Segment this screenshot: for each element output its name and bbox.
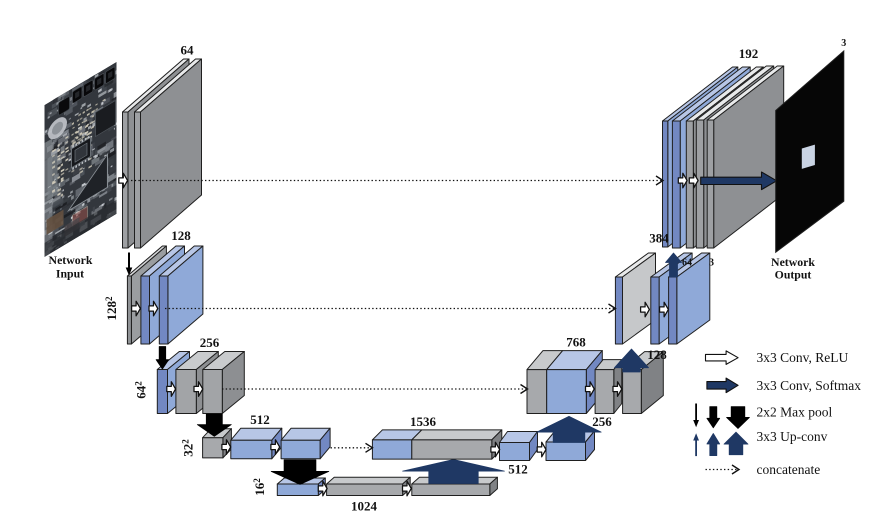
svg-text:322: 322: [181, 439, 196, 457]
svg-text:3x3 Conv, Softmax: 3x3 Conv, Softmax: [757, 378, 862, 393]
svg-text:1536: 1536: [410, 414, 437, 429]
svg-text:128: 128: [171, 228, 191, 243]
svg-text:concatenate: concatenate: [757, 462, 821, 477]
svg-text:256: 256: [200, 335, 220, 350]
svg-text:3x3 Conv, ReLU: 3x3 Conv, ReLU: [757, 350, 849, 365]
svg-text:512: 512: [250, 412, 270, 427]
svg-text:3x3 Up-conv: 3x3 Up-conv: [757, 429, 828, 444]
svg-text:512: 512: [508, 462, 528, 477]
svg-text:768: 768: [566, 335, 586, 350]
svg-text:1024: 1024: [351, 499, 378, 514]
svg-text:642: 642: [134, 381, 149, 399]
svg-text:162: 162: [252, 478, 267, 496]
svg-text:2x2 Max pool: 2x2 Max pool: [757, 405, 833, 420]
svg-text:Output: Output: [775, 268, 812, 282]
svg-text:128: 128: [647, 347, 667, 362]
svg-text:64: 64: [181, 43, 195, 58]
svg-text:Network: Network: [771, 255, 815, 269]
svg-text:1282: 1282: [104, 296, 119, 321]
svg-text:64: 64: [682, 258, 692, 269]
svg-text:384: 384: [649, 231, 669, 246]
svg-text:Network: Network: [49, 253, 93, 267]
svg-text:192: 192: [739, 46, 759, 61]
svg-text:256: 256: [592, 414, 612, 429]
svg-text:3: 3: [709, 258, 714, 269]
svg-text:Input: Input: [56, 267, 84, 281]
svg-text:3: 3: [841, 38, 846, 49]
